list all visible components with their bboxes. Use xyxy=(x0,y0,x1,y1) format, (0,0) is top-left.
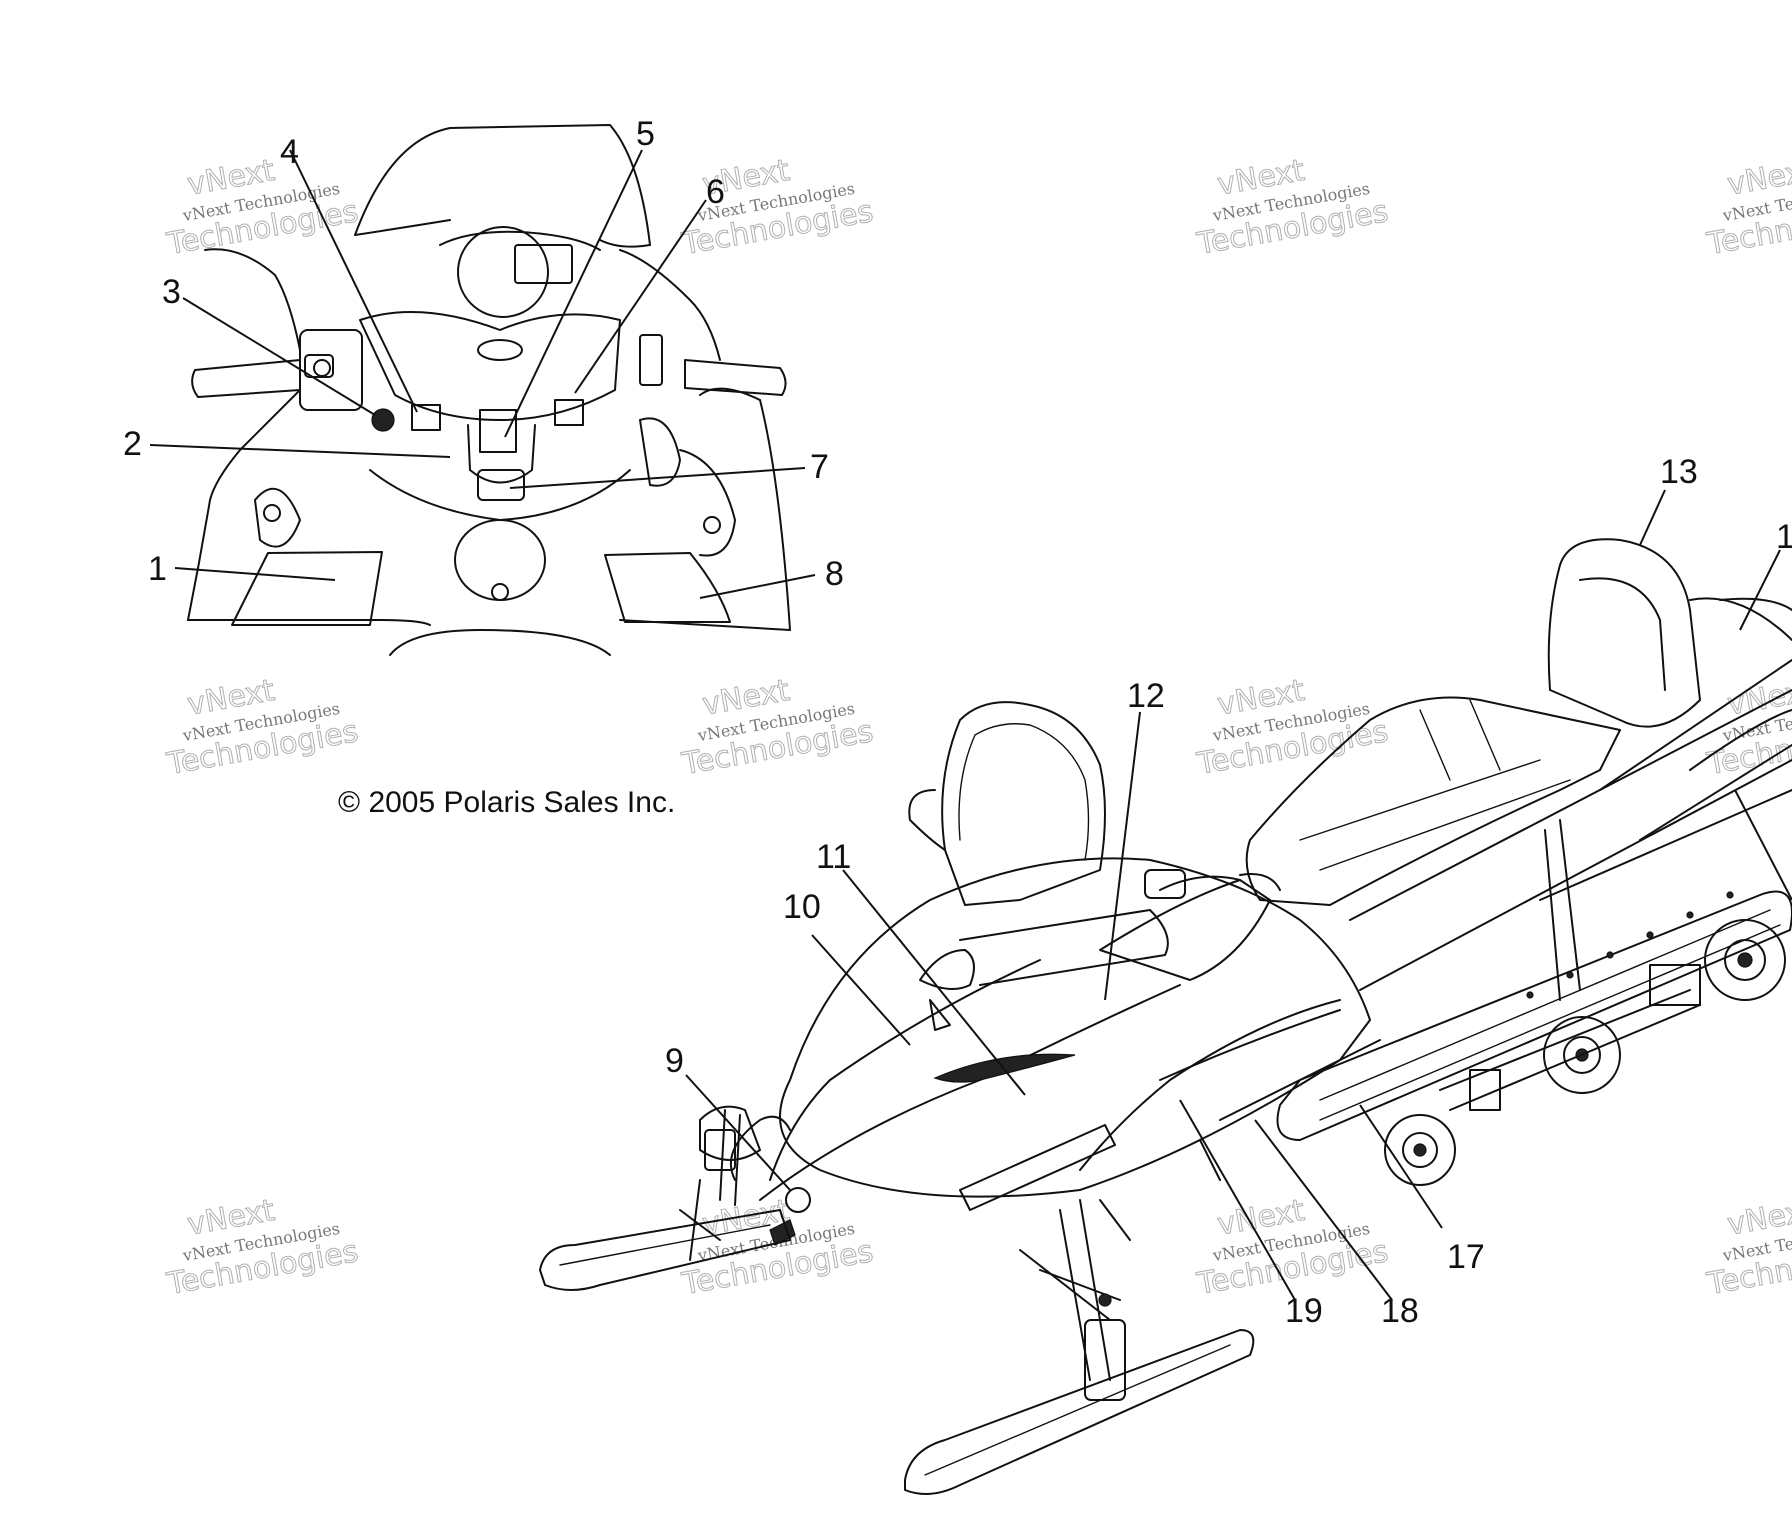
watermark-tile: vNext vNext Technologies Technologies xyxy=(1703,1192,1792,1302)
callout-4: 4 xyxy=(280,133,299,171)
watermark-layer: vNext vNext Technologies Technologies vN… xyxy=(163,152,1792,1302)
callout-5: 5 xyxy=(636,115,655,153)
callout-9: 9 xyxy=(665,1042,684,1080)
callout-1: 1 xyxy=(148,550,167,588)
copyright-notice: © 2005 Polaris Sales Inc. xyxy=(338,786,675,819)
watermark-tile: vNext vNext Technologies Technologies xyxy=(1193,1192,1391,1302)
watermark-tile: vNext vNext Technologies Technologies xyxy=(163,152,361,262)
callout-2: 2 xyxy=(123,425,142,463)
watermark-tile: vNext vNext Technologies Technologies xyxy=(1193,672,1391,782)
callout-12: 12 xyxy=(1127,677,1165,715)
callout-7: 7 xyxy=(810,448,829,486)
watermark-tile: vNext vNext Technologies Technologies xyxy=(678,1192,876,1302)
watermark-tile: vNext vNext Technologies Technologies xyxy=(1703,152,1792,262)
callout-6: 6 xyxy=(706,173,725,211)
callout-3: 3 xyxy=(162,273,181,311)
callout-10: 10 xyxy=(783,888,821,926)
callout-11: 11 xyxy=(816,838,851,876)
watermark-tile: vNext vNext Technologies Technologies xyxy=(163,1192,361,1302)
callout-8: 8 xyxy=(825,555,844,593)
watermark-tile: vNext vNext Technologies Technologies xyxy=(1703,672,1792,782)
watermark-tile: vNext vNext Technologies Technologies xyxy=(163,672,361,782)
callout-14: 1 xyxy=(1776,518,1792,556)
callout-labels: 1 2 3 4 5 6 7 8 9 10 11 12 13 1 17 18 19 xyxy=(123,115,1792,1330)
callout-13: 13 xyxy=(1660,453,1698,491)
snowmobile-drawing xyxy=(539,538,1792,1495)
callout-19: 19 xyxy=(1285,1292,1323,1330)
callout-17: 17 xyxy=(1447,1238,1485,1276)
watermark-tile: vNext vNext Technologies Technologies xyxy=(678,152,876,262)
leader-lines xyxy=(149,149,1792,1301)
callout-18: 18 xyxy=(1381,1292,1419,1330)
watermark-tile: vNext vNext Technologies Technologies xyxy=(678,672,876,782)
watermark-tile: vNext vNext Technologies Technologies xyxy=(1193,152,1391,262)
dashboard-detail-drawing xyxy=(187,124,791,656)
